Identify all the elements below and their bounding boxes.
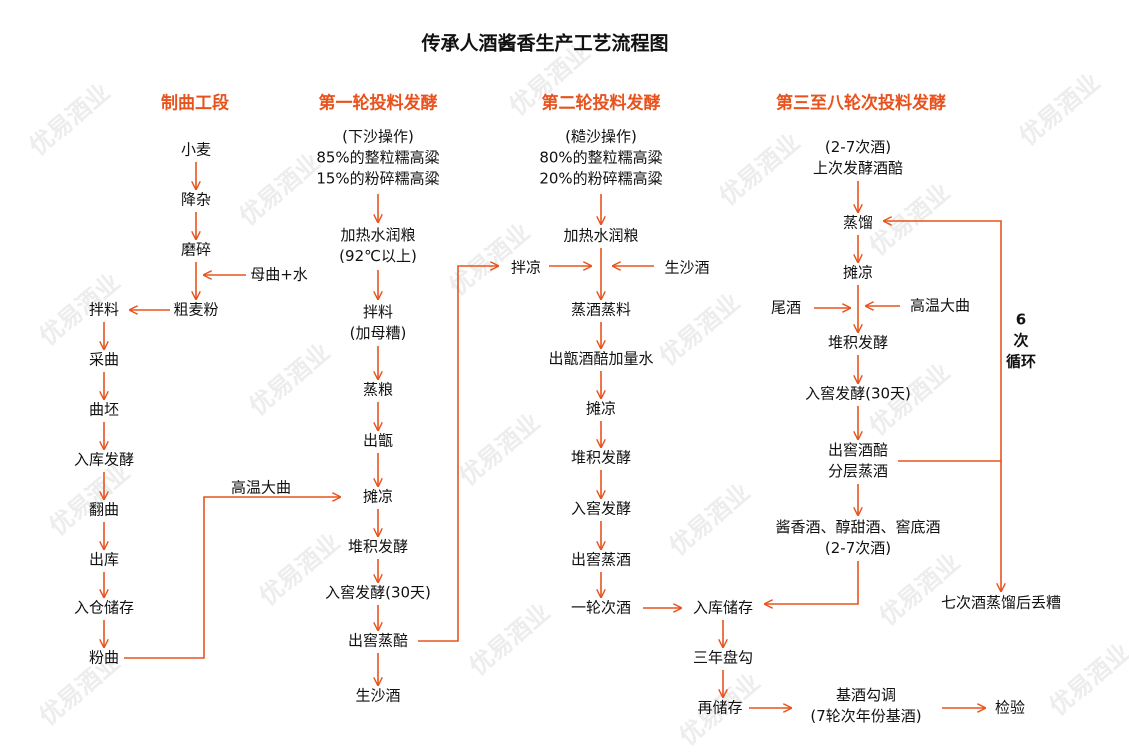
node-gaowendaqu-1: 高温大曲 xyxy=(230,478,292,497)
caosha-op-line1: (糙沙操作) xyxy=(565,127,637,146)
node-jiare-2: 加热水润粮 xyxy=(563,226,639,245)
section-round1: 第一轮投料发酵 xyxy=(318,93,438,114)
node-gougou: 三年盘勾 xyxy=(692,648,754,667)
section-round3to8: 第三至八轮次投料发酵 xyxy=(776,93,946,114)
banliao-2-line1: 拌料 xyxy=(362,303,393,321)
node-tanliang-2: 摊凉 xyxy=(585,399,617,418)
xiasha-op-line1: (下沙操作) xyxy=(342,127,414,146)
node-ruku: 入库储存 xyxy=(692,598,754,617)
node-zhengliang: 蒸粮 xyxy=(362,380,394,399)
line-fenqu-to-tanliang xyxy=(124,497,340,659)
caosha-op-line2: 80%的整粒糯高粱 xyxy=(539,148,663,167)
loop-label-line1: 6 xyxy=(1015,310,1027,329)
line-loop-back xyxy=(884,221,1002,462)
node-tanliang-4: 摊凉 xyxy=(842,263,874,282)
node-zaichucun: 再储存 xyxy=(697,698,743,717)
jiu-4-line2: (2-7次酒) xyxy=(824,539,892,557)
node-duiji-2: 堆积发酵 xyxy=(570,448,632,467)
top-4-line1: (2-7次酒) xyxy=(824,138,892,156)
node-zhengjiu: 蒸酒蒸料 xyxy=(570,300,632,319)
node-chujiao-2: 出窖蒸酒 xyxy=(570,550,632,569)
banliao-2-line2: (加母糟) xyxy=(349,324,407,342)
node-chujiao-1: 出窖蒸醅 xyxy=(347,631,409,650)
node-chuzeng-2: 出甑酒醅加量水 xyxy=(548,349,654,368)
node-jiu-4: 酱香酒、醇甜酒、窖底酒 (2-7次酒) xyxy=(775,517,940,559)
node-mosui: 磨碎 xyxy=(180,240,212,259)
section-round2: 第二轮投料发酵 xyxy=(541,93,661,114)
node-jijiu: 基酒勾调 (7轮次年份基酒) xyxy=(810,685,921,727)
node-banliao-1: 拌料 xyxy=(88,300,120,319)
diagram-title: 传承人酒酱香生产工艺流程图 xyxy=(421,32,669,55)
top-4-line2: 上次发酵酒醅 xyxy=(812,159,904,177)
node-duiji-4: 堆积发酵 xyxy=(827,333,889,352)
jiu-4-line1: 酱香酒、醇甜酒、窖底酒 xyxy=(775,518,941,536)
node-zhengliu: 蒸馏 xyxy=(842,213,874,232)
line-jiu-to-ruku xyxy=(765,561,859,604)
section-zhiqu: 制曲工段 xyxy=(161,93,229,114)
chujiao-4-line1: 出窖酒醅 xyxy=(827,441,889,459)
node-chuku: 出库 xyxy=(88,550,120,569)
jiare-1-line1: 加热水润粮 xyxy=(340,226,416,244)
node-fanqu: 翻曲 xyxy=(88,500,120,519)
loop-label-line3: 循环 xyxy=(1005,352,1037,371)
node-chujiao-4: 出窖酒醅 分层蒸酒 xyxy=(828,440,888,482)
node-weijiu: 尾酒 xyxy=(770,298,802,317)
jijiu-line1: 基酒勾调 xyxy=(835,686,896,704)
xiasha-op-line3: 15%的粉碎糯高粱 xyxy=(316,169,440,188)
node-xiaomai: 小麦 xyxy=(180,140,212,159)
node-tanliang-1: 摊凉 xyxy=(362,487,394,506)
node-rukufajiao: 入库发酵 xyxy=(73,450,135,469)
node-caiqu: 采曲 xyxy=(88,350,120,369)
caosha-op-line3: 20%的粉碎糯高粱 xyxy=(539,169,663,188)
node-fenqu: 粉曲 xyxy=(88,648,120,667)
node-shengshajiu-1: 生沙酒 xyxy=(355,686,401,705)
node-yilun: 一轮次酒 xyxy=(570,598,632,617)
jiare-1-line2: (92℃以上) xyxy=(339,247,417,265)
loop-label-line2: 次 xyxy=(1013,331,1029,350)
node-qizao: 七次酒蒸馏后丢糟 xyxy=(940,593,1062,612)
node-rujiao-4: 入窖发酵(30天) xyxy=(805,384,911,403)
node-banliao-2: 拌料 (加母糟) xyxy=(350,302,407,344)
node-banliang: 拌凉 xyxy=(510,258,542,277)
node-muqushui: 母曲+水 xyxy=(250,265,308,284)
node-chuzeng-1: 出甑 xyxy=(362,431,394,450)
node-cumaifen: 粗麦粉 xyxy=(173,300,219,319)
node-duiji-1: 堆积发酵 xyxy=(347,537,409,556)
node-rujiao-2: 入窖发酵 xyxy=(570,499,632,518)
node-jianyan: 检验 xyxy=(994,698,1026,717)
node-top-4: (2-7次酒) 上次发酵酒醅 xyxy=(813,137,903,179)
node-shengshajiu-2: 生沙酒 xyxy=(664,258,710,277)
xiasha-op-line2: 85%的整粒糯高粱 xyxy=(316,148,440,167)
node-caosha-op: (糙沙操作) 80%的整粒糯高粱 20%的粉碎糯高粱 xyxy=(539,127,662,190)
node-rujiao-1: 入窖发酵(30天) xyxy=(325,583,431,602)
node-xiasha-op: (下沙操作) 85%的整粒糯高粱 15%的粉碎糯高粱 xyxy=(316,127,439,190)
node-rucangchucun: 入仓储存 xyxy=(73,598,135,617)
line-chujiao-to-banliang xyxy=(418,266,498,642)
chujiao-4-line2: 分层蒸酒 xyxy=(827,462,889,480)
node-gaowendaqu-4: 高温大曲 xyxy=(909,296,971,315)
node-qupi: 曲坯 xyxy=(88,400,120,419)
jijiu-line2: (7轮次年份基酒) xyxy=(810,707,922,725)
loop-label: 6 次 循环 xyxy=(1006,310,1036,373)
node-jiangza: 降杂 xyxy=(180,190,212,209)
node-jiare-1: 加热水润粮 (92℃以上) xyxy=(339,225,417,267)
